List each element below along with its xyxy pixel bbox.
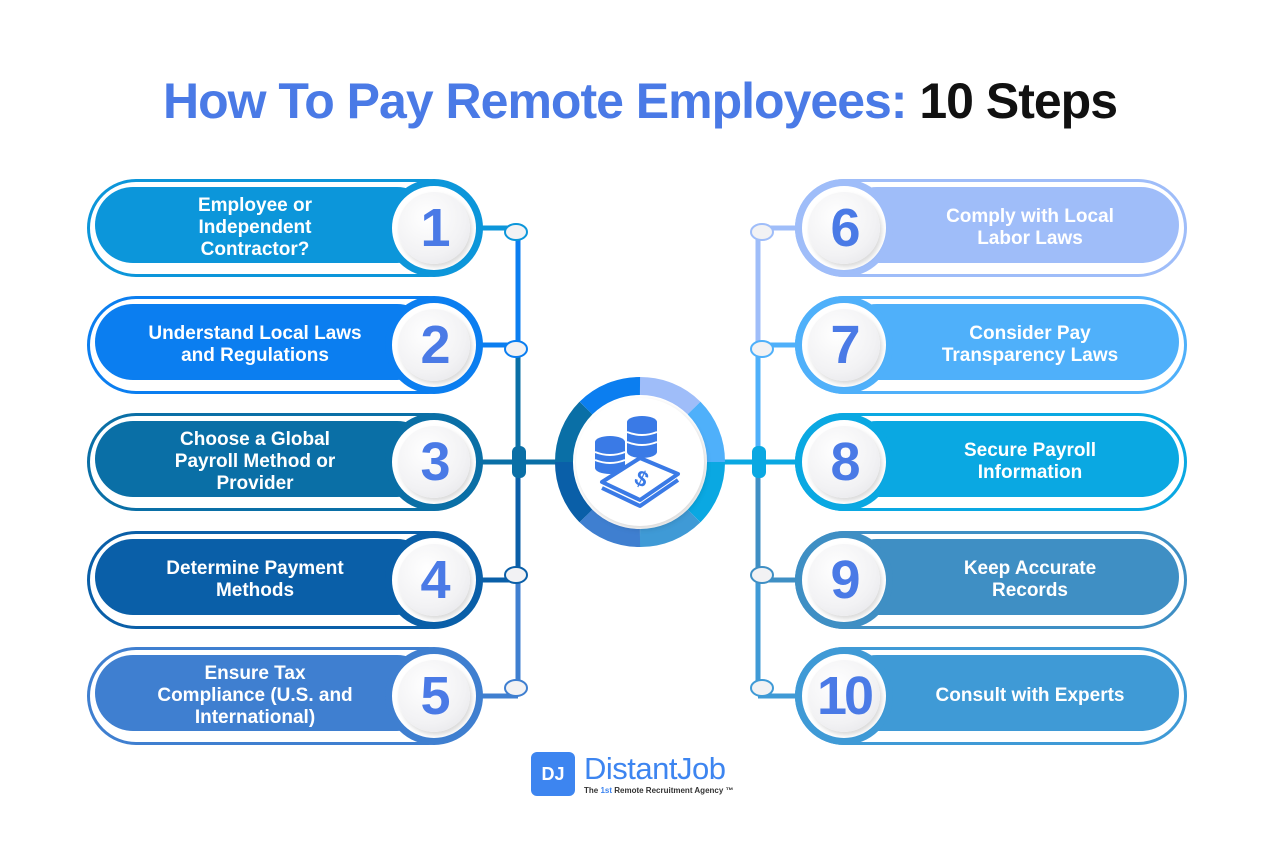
step-number: 9 bbox=[808, 544, 880, 616]
step-number: 8 bbox=[808, 426, 880, 498]
logo-tagline: The 1st Remote Recruitment Agency ™ bbox=[584, 786, 734, 795]
step-number: 10 bbox=[808, 660, 880, 732]
page-title: How To Pay Remote Employees: 10 Steps bbox=[0, 72, 1280, 130]
step-number: 1 bbox=[398, 192, 470, 264]
step-number: 4 bbox=[398, 544, 470, 616]
step-number: 5 bbox=[398, 660, 470, 732]
title-main: How To Pay Remote Employees: bbox=[162, 73, 907, 129]
step-10: Consult with Experts 10 bbox=[795, 647, 1195, 745]
step-number: 6 bbox=[808, 192, 880, 264]
title-steps: 10 Steps bbox=[919, 73, 1118, 129]
logo-name: DistantJob bbox=[584, 751, 726, 786]
logo-mark: DJ bbox=[531, 752, 575, 796]
step-number: 3 bbox=[398, 426, 470, 498]
step-number: 7 bbox=[808, 309, 880, 381]
step-number: 2 bbox=[398, 309, 470, 381]
distantjob-logo: DJ DistantJob The 1st Remote Recruitment… bbox=[531, 752, 734, 796]
money-coins-icon: $ bbox=[594, 416, 680, 508]
